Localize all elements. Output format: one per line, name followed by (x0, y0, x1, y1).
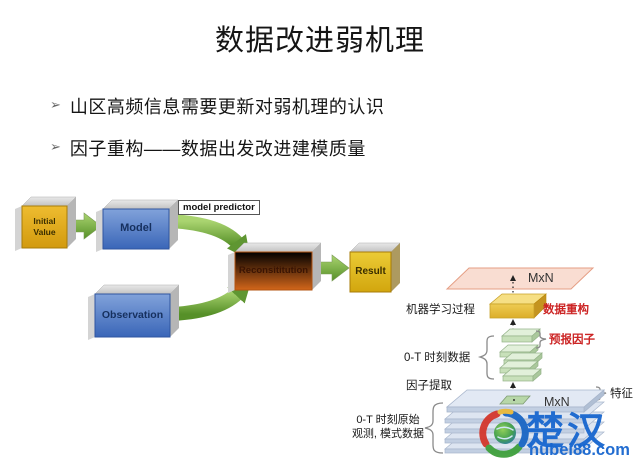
reconsititution-label: Reconsititution (238, 265, 309, 277)
factor-extraction-label: 因子提取 (406, 380, 452, 392)
raw-data-line1: 0-T 时刻原始 (356, 414, 420, 426)
bullet-text: 山区高频信息需要更新对弱机理的认识 (69, 97, 385, 117)
initial-value-cube (15, 196, 77, 251)
ml-process-label: 机器学习过程 (406, 304, 475, 316)
watermark-logo-icon (479, 408, 529, 458)
bullet-arrow-icon: ➢ (50, 139, 61, 154)
reconsititution-cube (228, 242, 322, 293)
result-label: Result (355, 265, 386, 277)
time-data-label: 0-T 时刻数据 (404, 352, 471, 364)
raw-data-line2: 观测, 模式数据 (351, 427, 425, 440)
bullet-item: ➢ 因子重构——数据出发改进建模质量 (50, 135, 366, 161)
feature-label: 特征 (610, 388, 633, 400)
observation-cube (88, 284, 180, 340)
bullet-arrow-icon: ➢ (50, 97, 61, 112)
observation-label: Observation (101, 308, 164, 321)
watermark-site-name: 楚汉网 (526, 411, 609, 453)
model-label: Model (120, 222, 152, 235)
bullet-item: ➢ 山区高频信息需要更新对弱机理的认识 (50, 93, 384, 119)
model-cube (96, 199, 179, 252)
bullet-text: 因子重构——数据出发改进建模质量 (69, 139, 366, 159)
flowchart-arrows (65, 212, 350, 321)
top-plane-mxn-label: MxN (528, 271, 554, 285)
page-title: 数据改进弱机理 (214, 25, 425, 57)
result-cube (349, 242, 401, 293)
bottom-plane-mxn-label: MxN (544, 395, 570, 409)
forecast-factor-label: 预报因子 (549, 334, 595, 346)
watermark-site-url: hubei88.com (529, 441, 630, 459)
data-reconstruction-label: 数据重构 (543, 304, 589, 316)
raw-data-label: 0-T 时刻原始 观测, 模式数据 (346, 414, 430, 442)
initial-value-label: Initial Value (33, 216, 56, 237)
model-predictor-tag: model predictor (178, 200, 260, 215)
